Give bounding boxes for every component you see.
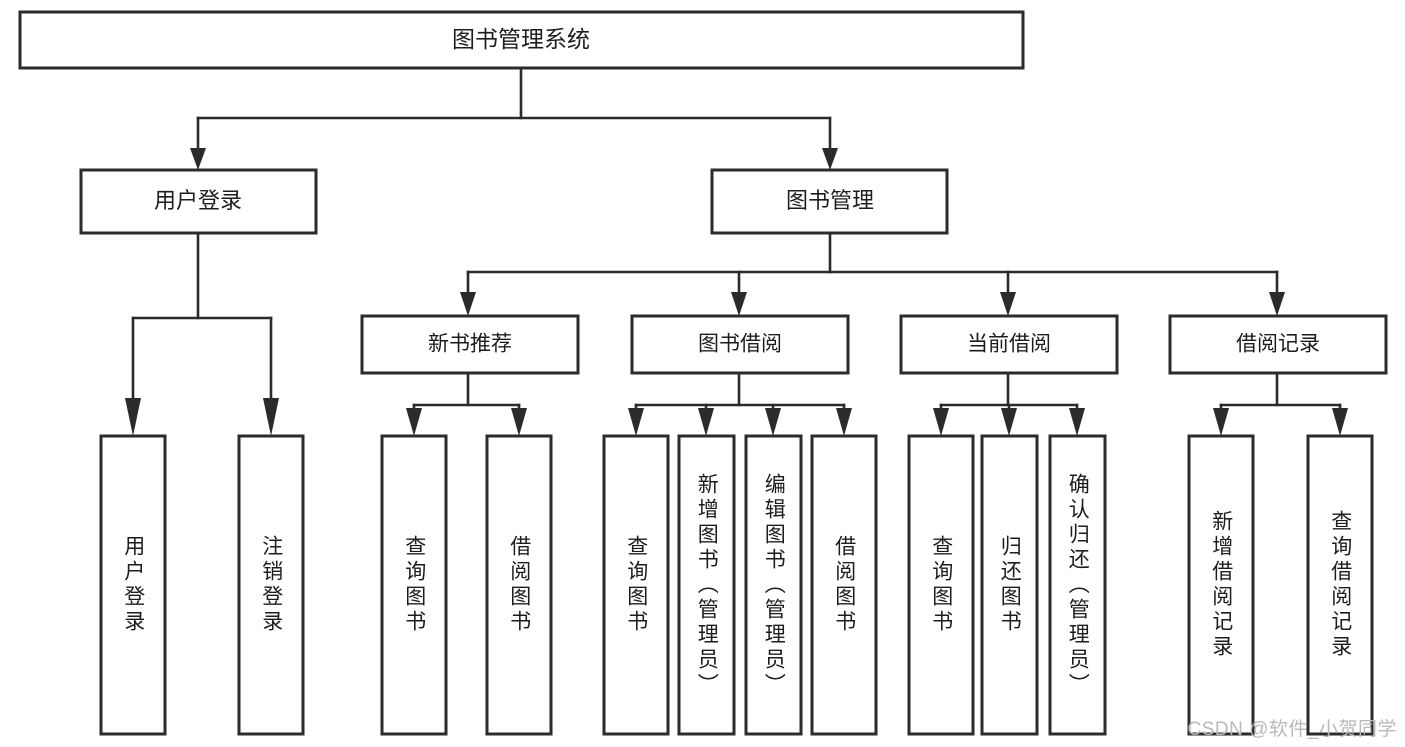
leaf-box-group <box>99 434 1374 736</box>
node-leaf-add-book-box[interactable] <box>677 434 736 736</box>
node-leaf-borrow-book-box[interactable] <box>810 434 878 736</box>
node-new-book-recommend-box[interactable] <box>360 314 580 375</box>
arrow-head-leaf-add-borrow-record <box>1213 408 1229 436</box>
node-new-book-recommend[interactable]: 新书推荐 <box>360 314 580 375</box>
node-leaf-query-book-new-box[interactable] <box>380 434 448 736</box>
arrow-head-current-borrow <box>1000 292 1016 316</box>
node-user-login-box[interactable] <box>79 168 318 235</box>
node-root-label: 图书管理系统 <box>452 26 590 52</box>
node-user-login-label: 用户登录 <box>154 188 242 213</box>
csdn-watermark: CSDN @软件_小贺同学 <box>1187 719 1397 740</box>
node-borrow-record-label: 借阅记录 <box>1236 333 1320 356</box>
arrow-head-leaf-confirm-return <box>1069 408 1085 436</box>
node-leaf-query-book-current-box[interactable] <box>907 434 975 736</box>
node-root-box[interactable] <box>18 10 1025 70</box>
arrow-head-leaf-query-book-new <box>406 408 422 436</box>
arrow-head-leaf-query-borrow-record <box>1332 408 1348 436</box>
arrow-head-leaf-user-login <box>125 398 141 436</box>
arrow-head-leaf-edit-book <box>765 408 781 436</box>
node-book-borrow[interactable]: 图书借阅 <box>630 314 850 375</box>
node-leaf-borrow-book-new-box[interactable] <box>485 434 553 736</box>
connector-group-user-login <box>125 231 279 436</box>
node-leaf-add-borrow-record-box[interactable] <box>1187 434 1255 736</box>
arrow-head-new-book-recommend <box>460 292 476 316</box>
arrow-head-book-borrow <box>731 292 747 316</box>
connector-group-current-borrow <box>933 371 1085 436</box>
node-current-borrow-label: 当前借阅 <box>967 333 1051 356</box>
node-current-borrow[interactable]: 当前借阅 <box>899 314 1119 375</box>
node-root[interactable]: 图书管理系统 <box>18 10 1025 70</box>
node-book-management-label: 图书管理 <box>786 188 874 213</box>
node-leaf-confirm-return-box[interactable] <box>1048 434 1107 736</box>
node-leaf-user-login-box[interactable] <box>99 434 167 736</box>
connector-group-book-borrow <box>628 371 852 436</box>
node-leaf-edit-book-box[interactable] <box>744 434 803 736</box>
node-new-book-recommend-label: 新书推荐 <box>428 333 512 356</box>
node-book-borrow-box[interactable] <box>630 314 850 375</box>
arrow-head-user-login <box>190 148 206 170</box>
arrow-head-leaf-add-book <box>698 408 714 436</box>
arrow-head-leaf-user-logout <box>263 398 279 436</box>
arrow-head-leaf-return-book <box>1001 408 1017 436</box>
arrow-head-leaf-borrow-book <box>836 408 852 436</box>
node-leaf-user-logout-box[interactable] <box>237 434 305 736</box>
node-borrow-record[interactable]: 借阅记录 <box>1168 314 1388 375</box>
arrow-head-borrow-record <box>1269 292 1285 316</box>
connector-group-new-book-recommend <box>406 371 527 436</box>
node-leaf-query-book-borrow-box[interactable] <box>602 434 670 736</box>
node-user-login[interactable]: 用户登录 <box>79 168 318 235</box>
node-book-management-box[interactable] <box>710 168 949 235</box>
node-current-borrow-box[interactable] <box>899 314 1119 375</box>
arrow-head-leaf-query-book-borrow <box>628 408 644 436</box>
connector-group-root <box>190 66 838 170</box>
node-leaf-query-borrow-record-box[interactable] <box>1306 434 1374 736</box>
arrow-head-leaf-borrow-book-new <box>511 408 527 436</box>
node-leaf-return-book-box[interactable] <box>980 434 1039 736</box>
arrow-head-book-management <box>822 148 838 170</box>
node-book-management[interactable]: 图书管理 <box>710 168 949 235</box>
connector-group-book-management <box>460 231 1285 316</box>
arrow-head-leaf-query-book-current <box>933 408 949 436</box>
node-borrow-record-box[interactable] <box>1168 314 1388 375</box>
connector-group-borrow-record <box>1213 371 1348 436</box>
node-book-borrow-label: 图书借阅 <box>698 333 782 356</box>
